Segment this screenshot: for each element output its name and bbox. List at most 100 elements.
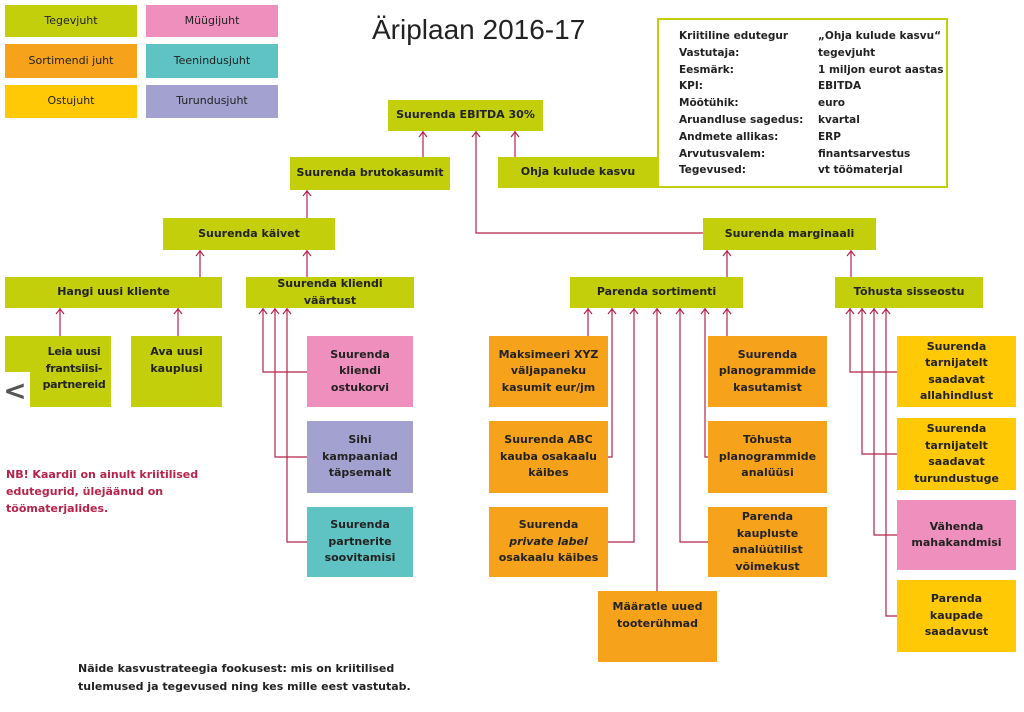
info-label: Andmete allikas: xyxy=(679,130,779,143)
arrow-head-icon xyxy=(195,250,205,257)
arrow-head-icon xyxy=(270,308,280,315)
info-label: Mõõtühik: xyxy=(679,97,739,110)
info-label: Vastutaja: xyxy=(679,46,740,59)
legend-turundusjuht: Turundusjuht xyxy=(146,85,278,118)
node-pl-line3: osakaalu käibes xyxy=(498,551,599,565)
arrow-head-icon xyxy=(418,131,428,138)
info-label: KPI: xyxy=(679,80,703,93)
connector xyxy=(475,131,703,234)
node-sisseost: Tõhusta sisseostu xyxy=(835,277,983,308)
info-row: Eesmärk: 1 miljon eurot aastas xyxy=(679,64,946,81)
node-allahindlus: Suurenda tarnijatelt saadavat allahindlu… xyxy=(897,336,1016,407)
node-ostukorv: Suurenda kliendi ostukorvi xyxy=(307,336,413,407)
connector xyxy=(873,308,897,536)
legend-ostujuht: Ostujuht xyxy=(5,85,137,118)
nb-note: NB! Kaardil on ainult kriitilised eduteg… xyxy=(6,468,199,515)
connector xyxy=(286,308,307,543)
info-value: euro xyxy=(818,97,845,110)
connector xyxy=(274,308,307,458)
arrow-head-icon xyxy=(722,250,732,257)
footer-note: Näide kasvustrateegia fookusest: mis on … xyxy=(78,662,411,693)
connector xyxy=(885,308,897,617)
connector xyxy=(679,308,708,543)
info-row: Arvutusvalem: finantsarvestus xyxy=(679,148,946,165)
info-box: Kriitiline edutegur „Ohja kulude kasvu“ Va… xyxy=(657,18,948,188)
info-label: Aruandluse sagedus: xyxy=(679,113,804,126)
prev-arrow-icon[interactable]: < xyxy=(0,372,30,408)
arrow-head-icon xyxy=(700,308,710,315)
legend-sortimendijuht: Sortimendi juht xyxy=(5,44,137,78)
arrow-head-icon xyxy=(857,308,867,315)
node-pl-line2: private label xyxy=(509,534,588,548)
node-partnerid: Suurenda partnerite soovitamisi xyxy=(307,507,413,577)
node-xyz: Maksimeeri XYZ väljapaneku kasumit eur/j… xyxy=(489,336,608,407)
info-row: Vastutaja: tegevjuht xyxy=(679,47,946,64)
arrow-head-icon xyxy=(652,308,662,315)
info-row: Mõõtühik: euro xyxy=(679,97,946,114)
legend-myygijuht: Müügijuht xyxy=(146,5,278,37)
arrow-head-icon xyxy=(258,308,268,315)
connector xyxy=(262,308,307,373)
info-label: Kriitiline edutegur xyxy=(679,30,789,42)
node-analyytika: Parenda kaupluste analüütilist võimekust xyxy=(708,507,827,577)
info-value: tegevjuht xyxy=(818,46,876,59)
node-kaive: Suurenda käivet xyxy=(163,218,335,250)
node-turundustugi: Suurenda tarnijatelt saadavat turundustu… xyxy=(897,418,1016,490)
node-maaratle: Määratle uued tooterühmad xyxy=(598,591,717,662)
node-mahakandmine: Vähenda mahakandmisi xyxy=(897,500,1016,570)
node-plano1: Suurenda planogrammide kasutamist xyxy=(708,336,827,407)
arrow-head-icon xyxy=(722,308,732,315)
legend-tegevjuht: Tegevjuht xyxy=(5,5,137,37)
connector xyxy=(608,308,635,543)
arrow-head-icon xyxy=(55,308,65,315)
info-row: KPI: EBITDA xyxy=(679,80,946,97)
node-ebitda: Suurenda EBITDA 30% xyxy=(388,100,543,131)
arrow-head-icon xyxy=(510,131,520,138)
node-ohja: Ohja kulude kasvu xyxy=(498,157,658,188)
arrow-head-icon xyxy=(607,308,617,315)
info-value: 1 miljon eurot aastas xyxy=(818,63,944,76)
arrow-head-icon xyxy=(881,308,891,315)
info-row: Aruandluse sagedus: kvartal xyxy=(679,114,946,131)
node-plano2: Tõhusta planogrammide analüüsi xyxy=(708,421,827,493)
node-leia: Leia uusi frantsiisi-partnereid xyxy=(5,336,111,407)
info-label: Tegevused: xyxy=(679,164,746,177)
connector xyxy=(704,308,708,458)
info-label: Arvutusvalem: xyxy=(679,147,766,160)
info-row: Kriitiline edutegur „Ohja kulude kasvu“ xyxy=(679,30,946,47)
info-value: „Ohja kulude kasvu“ xyxy=(818,30,942,42)
info-label: Eesmärk: xyxy=(679,63,734,76)
info-value: ERP xyxy=(818,130,841,143)
info-value: kvartal xyxy=(818,113,860,126)
arrow-head-icon xyxy=(675,308,685,315)
connector xyxy=(849,308,897,373)
arrow-head-icon xyxy=(869,308,879,315)
info-value: vt töömaterjal xyxy=(818,164,903,177)
arrow-head-icon xyxy=(302,250,312,257)
arrow-head-icon xyxy=(845,308,855,315)
arrow-head-icon xyxy=(282,308,292,315)
node-pl-line1: Suurenda xyxy=(518,518,579,532)
node-hangi: Hangi uusi kliente xyxy=(5,277,222,308)
legend-teenindusjuht: Teenindusjuht xyxy=(146,44,278,78)
info-row: Andmete allikas: ERP xyxy=(679,131,946,148)
node-private-label: Suurenda private label osakaalu käibes xyxy=(489,507,608,577)
arrow-head-icon xyxy=(471,131,481,138)
connector xyxy=(608,308,613,458)
info-row: Tegevused: vt töömaterjal xyxy=(679,164,946,181)
node-bruto: Suurenda brutokasumit xyxy=(290,157,450,190)
arrow-head-icon xyxy=(173,308,183,315)
page-title: Äriplaan 2016-17 xyxy=(372,14,586,45)
node-ava: Ava uusi kauplusi xyxy=(131,336,222,407)
node-kampaaniad: Sihi kampaaniad täpsemalt xyxy=(307,421,413,493)
node-sortiment: Parenda sortimenti xyxy=(570,277,743,308)
info-value: EBITDA xyxy=(818,80,862,93)
arrow-head-icon xyxy=(629,308,639,315)
info-value: finantsarvestus xyxy=(818,147,911,160)
arrow-head-icon xyxy=(583,308,593,315)
node-abc: Suurenda ABC kauba osakaalu käibes xyxy=(489,421,608,493)
connector xyxy=(861,308,897,455)
node-saadavus: Parenda kaupade saadavust xyxy=(897,580,1016,652)
arrow-head-icon xyxy=(302,190,312,197)
